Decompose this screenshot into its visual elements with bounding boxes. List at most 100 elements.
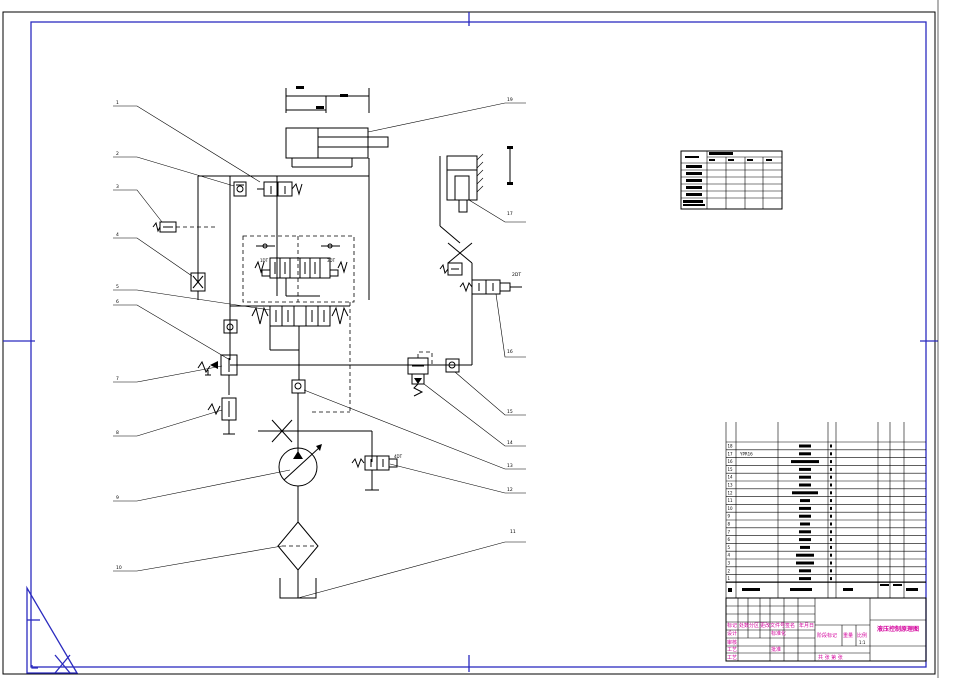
header-zone: 分区: [749, 622, 759, 629]
bom-part-name: [800, 522, 810, 526]
label-1: 1: [116, 100, 119, 106]
bom-item-number: 18: [728, 444, 734, 449]
bom-item-number: 4: [728, 553, 731, 558]
bom-item-number: 5: [728, 545, 731, 550]
throttle-x: [258, 419, 373, 462]
bom-quantity: [830, 577, 832, 581]
label-14: 14: [507, 440, 513, 446]
header-mark: 标记: [727, 622, 737, 629]
bom-item-number: 12: [728, 490, 734, 495]
bom-part-name: [799, 514, 811, 518]
bom-item-number: 15: [728, 467, 734, 472]
bom-quantity: [830, 483, 832, 487]
bom-part-name: [799, 577, 811, 581]
header-sign: 签名: [785, 622, 795, 629]
bom-quantity: [830, 530, 832, 534]
valve-2DT: [459, 279, 522, 295]
check-valve-13: [291, 379, 306, 452]
valve-14-15: [407, 351, 460, 397]
role-review: 审核: [727, 639, 737, 646]
bom-item-number: 14: [728, 475, 734, 480]
label-2DT: 2DT: [512, 272, 521, 278]
header-date: 年月日: [799, 622, 814, 629]
bom-quantity: [830, 499, 832, 503]
bom-quantity: [830, 561, 832, 565]
check-valve-6: [223, 319, 238, 334]
bom-item-number: 13: [728, 483, 734, 488]
sheet-info: 共 张 第 张: [818, 654, 843, 661]
label-11: 11: [510, 529, 516, 535]
orientation-mark: [26, 585, 79, 674]
bom-quantity: [830, 569, 832, 573]
bom-part-name: [799, 475, 811, 479]
bom-part-name: [800, 545, 810, 549]
bom-quantity: [830, 444, 832, 448]
header-change-doc: 更改文件号: [760, 622, 785, 629]
field-stage-mark: 阶段标记: [817, 632, 837, 639]
bom-part-name: [799, 506, 811, 510]
valve-1: [257, 181, 303, 197]
relief-valve-7: [197, 354, 238, 395]
bom-item-number: 9: [728, 514, 731, 519]
label-2: 2: [116, 151, 119, 157]
check-valve-2: [233, 181, 247, 197]
bom-quantity: [830, 467, 832, 471]
bom-quantity: [830, 553, 832, 557]
bom-item-number: 6: [728, 537, 731, 542]
label-15: 15: [507, 409, 513, 415]
bom-item-number: 11: [728, 498, 734, 503]
bom-quantity: [830, 538, 832, 542]
leader-lines: [113, 102, 526, 599]
bom-part-code: YPR16: [739, 451, 753, 456]
label-19: 19: [507, 97, 513, 103]
bom-quantity: [830, 475, 832, 479]
label-7: 7: [116, 376, 119, 382]
valve-5: [230, 305, 350, 380]
label-3DT: 3DT: [327, 258, 336, 263]
solenoid-action-table: [680, 150, 783, 210]
label-6: 6: [116, 299, 119, 305]
bom-quantity: [830, 522, 832, 526]
bom-item-number: 1: [728, 576, 731, 581]
label-4DT: 4DT: [394, 454, 403, 459]
scale-value: 1:1: [859, 640, 866, 645]
label-5: 5: [116, 284, 119, 290]
bom-quantity: [830, 491, 832, 495]
valve-near-17: [439, 262, 463, 276]
upper-valve-group: [242, 235, 355, 303]
throttle-4: [190, 272, 206, 300]
bom-part-name: [799, 569, 811, 573]
label-9: 9: [116, 495, 119, 501]
field-weight: 重量: [843, 632, 853, 639]
label-4: 4: [116, 232, 119, 238]
role-process-2: 工艺: [727, 655, 737, 661]
header-count: 处数: [739, 622, 749, 629]
bom-part-name: [796, 553, 814, 557]
valve-3: [152, 221, 215, 233]
label-3: 3: [116, 184, 119, 190]
drawing-title: 液压控制原理图: [877, 625, 919, 633]
bom-part-name: [799, 444, 811, 448]
bom-part-name: [799, 467, 811, 471]
bom-part-name: [791, 460, 819, 464]
bom-part-name: [800, 499, 810, 503]
cylinder-19: [285, 86, 389, 168]
bom-quantity: [830, 452, 832, 456]
bom-item-number: 10: [728, 506, 734, 511]
valve-12: [351, 455, 398, 491]
bom-item-number: 17: [728, 451, 734, 456]
leader-labels: 1 2 3 4 5 6 7 8 9 10 19 17 2DT 16 15 14 …: [116, 97, 521, 571]
bom-part-name: [799, 530, 811, 534]
bom-quantity: [830, 514, 832, 518]
cylinder-17: [446, 146, 513, 213]
label-13: 13: [507, 463, 513, 469]
role-process: 工艺: [727, 647, 737, 653]
label-10: 10: [116, 565, 122, 571]
label-8: 8: [116, 430, 119, 436]
bom-part-name: [799, 483, 811, 487]
bom-part-name: [792, 491, 818, 495]
label-16: 16: [507, 349, 513, 355]
bom-item-number: 2: [728, 568, 731, 573]
